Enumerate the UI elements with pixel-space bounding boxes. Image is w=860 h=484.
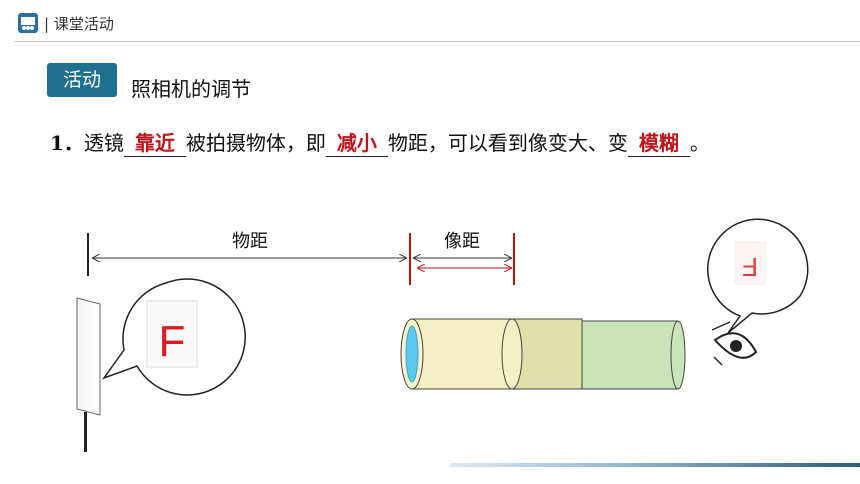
question-text-2: 被拍摄物体，即 bbox=[185, 131, 326, 155]
object-letter: F bbox=[159, 317, 186, 366]
question-text-4: 。 bbox=[689, 131, 710, 155]
object-board bbox=[76, 297, 101, 452]
eye-icon bbox=[711, 321, 758, 366]
image-letter: F bbox=[742, 252, 758, 282]
image-distance-marker: 像距 bbox=[414, 231, 515, 285]
footer-decoration-bar bbox=[450, 463, 860, 467]
object-distance-marker: 物距 bbox=[87, 231, 411, 285]
image-callout: F bbox=[707, 218, 809, 334]
question-text-1: 透镜 bbox=[83, 131, 124, 155]
answer-blank-2: 减小 bbox=[325, 130, 388, 157]
activity-badge: 活动 bbox=[47, 63, 117, 97]
question-number: 1． bbox=[50, 131, 84, 155]
header-bar: | 课堂活动 bbox=[0, 0, 860, 44]
answer-blank-1: 靠近 bbox=[123, 130, 186, 157]
camera-tube bbox=[400, 318, 686, 390]
question-line: 1．透镜靠近被拍摄物体，即减小物距，可以看到像变大、变模糊。 bbox=[50, 127, 710, 157]
lens bbox=[405, 325, 419, 383]
activity-title: 照相机的调节 bbox=[131, 77, 251, 101]
question-text-3: 物距，可以看到像变大、变 bbox=[387, 131, 628, 155]
answer-blank-3: 模糊 bbox=[627, 130, 690, 157]
image-distance-label: 像距 bbox=[444, 231, 480, 252]
header-divider bbox=[14, 41, 860, 42]
object-distance-label: 物距 bbox=[232, 231, 268, 252]
classroom-icon bbox=[18, 13, 38, 33]
section-label: | 课堂活动 bbox=[44, 15, 114, 33]
object-callout: F bbox=[101, 278, 246, 396]
